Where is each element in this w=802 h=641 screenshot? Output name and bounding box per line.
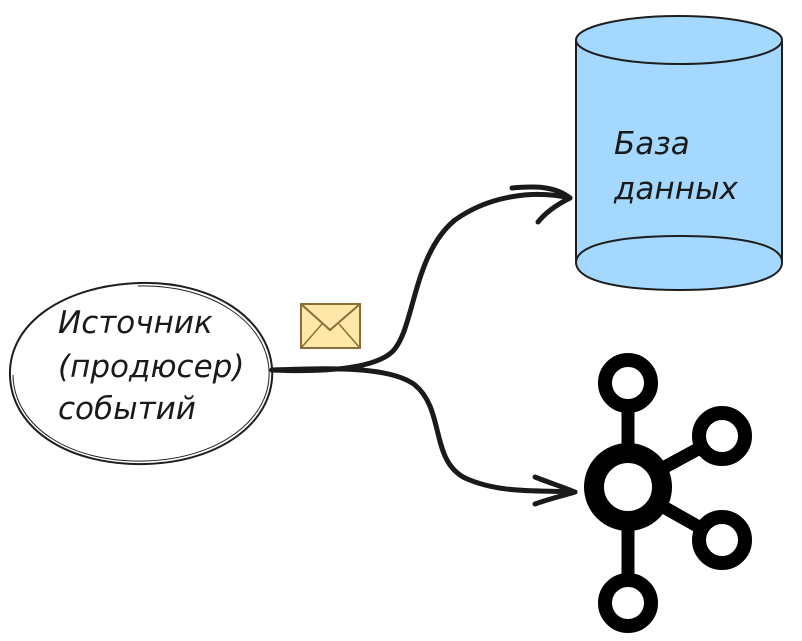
source-node-label: Источник (продюсер) событий [58,305,254,427]
database-cylinder-bottom-rim [575,234,783,263]
envelope-fold-right [338,323,361,349]
broker-node-upper-right [692,406,752,466]
database-node[interactable]: База данных [575,15,784,292]
arrow-to-broker-head [532,474,578,507]
envelope-icon [300,303,361,349]
source-node-shape-sketch [12,285,270,462]
source-node[interactable]: Источник (продюсер) событий [8,281,274,466]
connectors [269,184,578,507]
database-label-line-1: База [614,126,690,162]
envelope-flap [300,303,361,332]
source-label-line-1: Источник [58,305,213,341]
arrow-to-database-head [509,184,573,225]
database-cylinder-top [575,15,783,65]
broker-node-top [598,353,658,413]
database-label-line-2: данных [613,171,738,207]
broker-node-center [584,443,672,531]
envelope-fold-left [300,323,323,349]
broker-node-bottom [598,573,658,633]
database-node-label: База данных [613,126,738,207]
source-label-line-2: (продюсер) [58,349,244,385]
broker-node-lower-right [692,510,752,570]
database-cylinder-body [575,41,784,292]
source-label-line-3: событий [58,391,196,427]
source-node-shape [8,281,274,466]
kafka-logo-icon [584,353,752,633]
arrow-to-broker [269,366,578,495]
